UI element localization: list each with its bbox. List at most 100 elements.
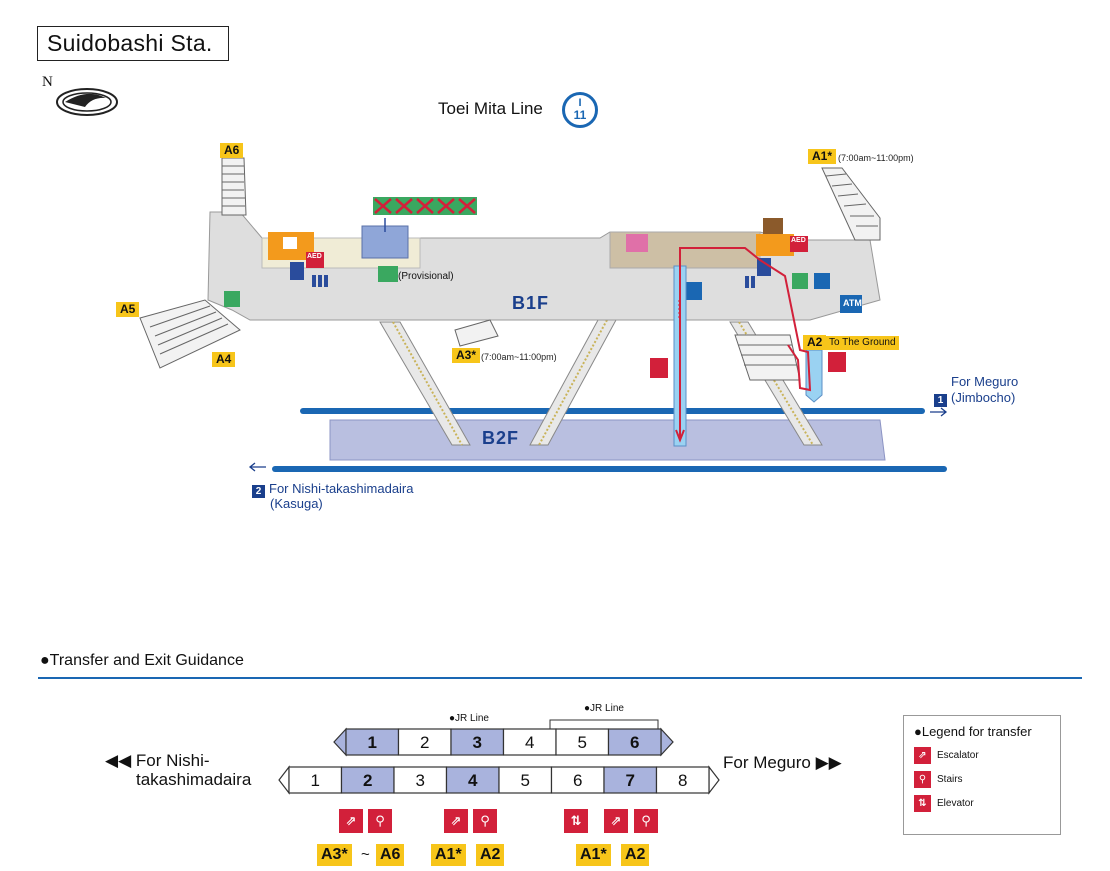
phone-icon <box>814 273 830 289</box>
transfer-section-title: ●Transfer and Exit Guidance <box>40 652 244 669</box>
stairs-a6 <box>221 157 247 216</box>
stairs-a1 <box>821 167 881 241</box>
exit-a2-note: To The Ground <box>826 336 899 350</box>
toilet-icon <box>378 266 398 282</box>
exit-a5-label: A5 <box>116 302 140 317</box>
stairs-a5-a4 <box>139 299 241 369</box>
upper-train-car-number: 4 <box>525 733 534 752</box>
elevator-icon: ⇅ <box>914 795 931 812</box>
lower-train-car-number: 1 <box>311 771 320 790</box>
legend-escalator-label: Escalator <box>937 750 979 761</box>
exit-group-2-to: A2 <box>476 844 505 866</box>
closed-marks <box>373 197 477 215</box>
line-badge-number: 11 <box>573 108 587 122</box>
track-upper <box>300 408 925 414</box>
stairs-icon: ⚲ <box>634 809 658 833</box>
lower-train-car-number: 4 <box>468 771 478 790</box>
arrow-meguro <box>930 407 948 417</box>
upper-train-car-number: 1 <box>368 733 377 752</box>
direction-left-line1: ◀◀ For Nishi- <box>105 751 210 770</box>
direction-nishi-sub: (Kasuga) <box>270 496 323 511</box>
upper-train-car-2 <box>397 728 452 756</box>
direction-nishi: 2 For Nishi-takashimadaira <box>252 481 414 498</box>
exit-a2-label: A2 <box>803 335 827 350</box>
direction-meguro-via: (Jimbocho) <box>951 390 1016 405</box>
floor-b1f-label: B1F <box>512 293 550 313</box>
aed-label-right: AED <box>791 237 806 244</box>
line-badge: I 11 <box>562 92 598 128</box>
aed-label-left: AED <box>307 253 322 260</box>
exit-a4-label: A4 <box>212 352 236 367</box>
upper-train-car-number: 2 <box>420 733 429 752</box>
shop-icon <box>626 234 648 252</box>
lower-train-car-6 <box>550 766 605 794</box>
b2f-platform <box>329 419 886 461</box>
lift-icon-b1 <box>684 282 702 300</box>
arrow-nishi <box>248 462 266 472</box>
section-divider <box>38 677 1082 679</box>
stairs-icon: ⚲ <box>368 809 392 833</box>
exit-group-3-to: A2 <box>621 844 650 866</box>
direction-meguro-sub: 1(Jimbocho) <box>934 390 1015 407</box>
floor-b2f-label: B2F <box>482 428 520 448</box>
ticket-machine-icon-right <box>792 273 808 289</box>
exit-a3-label: A3* <box>452 348 481 363</box>
upper-train-car-1 <box>345 728 400 756</box>
lower-train-car-number: 7 <box>626 771 635 790</box>
lower-train-car-number: 5 <box>521 771 530 790</box>
legend-row-escalator: ⇗ Escalator <box>914 747 1050 764</box>
upper-train-car-6 <box>607 728 662 756</box>
stairs-icon: ⚲ <box>914 771 931 788</box>
exit-group-1-from: A3* <box>317 844 352 866</box>
track-lower <box>272 466 947 472</box>
exit-group-1-to: A6 <box>376 844 405 866</box>
lower-train-nose-left <box>278 765 290 795</box>
upper-train-car-3 <box>450 728 505 756</box>
elevator-route <box>679 247 812 438</box>
stairs-a3 <box>454 319 499 347</box>
station-map <box>139 157 948 472</box>
ticket-machine-icon-left <box>224 291 240 307</box>
direction-left-line2: takashimadaira <box>136 770 252 789</box>
direction-meguro: For Meguro <box>951 374 1019 389</box>
lower-train-nose-right <box>708 765 720 795</box>
track-number-2: 2 <box>252 485 265 498</box>
lower-train-car-number: 3 <box>416 771 425 790</box>
exit-a1-label: A1* <box>808 149 837 164</box>
lower-train-car-1 <box>288 766 343 794</box>
legend-stairs-label: Stairs <box>937 774 963 785</box>
info-sign <box>763 218 783 234</box>
station-name: Suidobashi Sta. <box>37 26 229 61</box>
upper-train-nose-left <box>333 727 347 757</box>
lower-train-car-number: 2 <box>363 771 372 790</box>
exit-group-2-from: A1* <box>431 844 466 866</box>
jr-line-label-car3: ●JR Line <box>449 713 489 724</box>
legend-row-elevator: ⇅ Elevator <box>914 795 1050 812</box>
legend-title: ●Legend for transfer <box>914 724 1032 739</box>
jr-line-label-car5-6: ●JR Line <box>584 703 624 714</box>
compass-icon <box>56 88 118 116</box>
direction-right: For Meguro ▶▶ <box>723 753 842 772</box>
direction-nishi-name: For Nishi-takashimadaira <box>269 481 414 496</box>
legend-row-stairs: ⚲ Stairs <box>914 771 1050 788</box>
exit-a3-hours: (7:00am~11:00pm) <box>481 352 557 362</box>
escalator-icon: ⇗ <box>444 809 468 833</box>
line-title: Toei Mita Line <box>438 99 543 118</box>
elevator-icon: ⇅ <box>564 809 588 833</box>
atm-label: ATM <box>843 298 862 308</box>
lower-train-car-3 <box>393 766 448 794</box>
legend: ●Legend for transfer ⇗ Escalator ⚲ Stair… <box>903 715 1061 835</box>
upper-train-car-number: 3 <box>473 733 482 752</box>
legend-elevator-label: Elevator <box>937 798 974 809</box>
stairs-icon: ⚲ <box>473 809 497 833</box>
elevator-icon-b2 <box>650 358 668 378</box>
exit-a1-hours: (7:00am~11:00pm) <box>838 153 914 163</box>
provisional-label: (Provisional) <box>398 271 454 282</box>
stairs-a2 <box>734 334 801 381</box>
upper-train-nose-right <box>660 727 674 757</box>
escalator-icon: ⇗ <box>339 809 363 833</box>
line-badge-letter: I <box>578 97 582 109</box>
